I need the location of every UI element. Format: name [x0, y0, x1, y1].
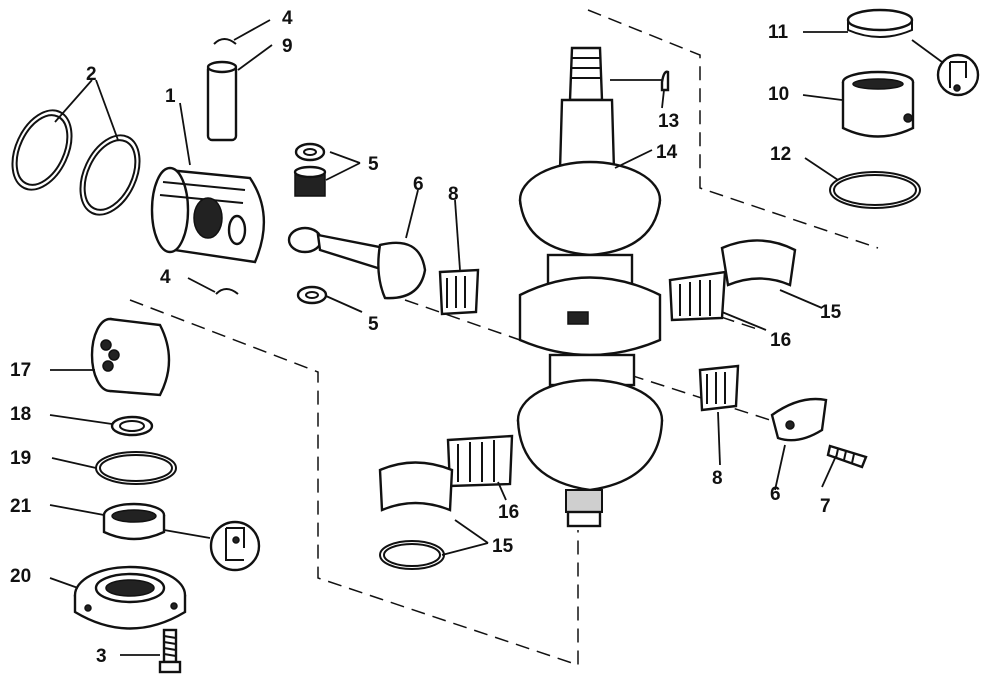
- callout-5-bottom: 5: [368, 314, 379, 335]
- bearing-half-15-upper: [720, 239, 797, 287]
- callout-15-right: 15: [820, 302, 842, 323]
- housing-bolt: [158, 628, 182, 674]
- crankshaft: [516, 46, 664, 528]
- callout-4-top: 4: [282, 8, 293, 29]
- rod-cap-screw: [826, 444, 868, 469]
- leader-lines: [49, 19, 943, 656]
- callout-13: 13: [658, 111, 679, 132]
- needle-bearing-upper: [293, 142, 327, 197]
- upper-seal: [846, 8, 914, 38]
- sealant-tube-icon: [936, 53, 980, 97]
- lock-ring-top: [213, 38, 237, 45]
- piston: [150, 166, 265, 264]
- lower-o-ring: [95, 451, 177, 485]
- piston-rings: [11, 109, 141, 216]
- callout-15-left: 15: [492, 536, 514, 557]
- callout-8-lower: 8: [712, 468, 723, 489]
- needle-bearing-lower: [296, 285, 328, 305]
- lower-seal: [102, 502, 166, 541]
- retaining-ring-15: [379, 540, 445, 570]
- bearing-cage-8-lower: [698, 364, 740, 412]
- bearing-half-15-lower: [378, 461, 454, 512]
- callout-4-bottom: 4: [160, 267, 171, 288]
- lower-bearing-housing: [73, 565, 187, 630]
- callout-21: 21: [10, 496, 32, 517]
- callout-7: 7: [820, 496, 831, 517]
- callout-11: 11: [768, 22, 789, 43]
- callout-19: 19: [10, 448, 31, 469]
- sealant-tube-icon: [209, 520, 261, 572]
- rod-cap: [770, 397, 828, 442]
- callout-16-left: 16: [498, 502, 519, 523]
- callout-17: 17: [10, 360, 31, 381]
- callout-9: 9: [282, 36, 293, 57]
- ball-bearing: [90, 317, 171, 397]
- callout-8-upper: 8: [448, 184, 459, 205]
- assembly-guide-lines: [129, 9, 879, 667]
- callout-6-rod: 6: [413, 174, 424, 195]
- callout-20: 20: [10, 566, 31, 587]
- upper-main-bearing: [841, 70, 915, 138]
- callout-14: 14: [656, 142, 678, 163]
- upper-o-ring: [829, 171, 921, 209]
- callout-12: 12: [770, 144, 791, 165]
- bearing-cage-16-lower: [446, 434, 514, 488]
- callout-labels: 1 2 3 4 4 5 5 6 6 7 8 8 9 10 11 12 13 14…: [10, 8, 842, 667]
- callout-10: 10: [768, 84, 789, 105]
- wrist-pin: [206, 60, 238, 142]
- callout-16-right: 16: [770, 330, 791, 351]
- callout-18: 18: [10, 404, 31, 425]
- bearing-cage-16-upper: [668, 270, 727, 322]
- callout-2: 2: [86, 64, 97, 85]
- lower-small-ring: [110, 415, 154, 437]
- lock-ring-bottom: [215, 288, 239, 295]
- callout-3: 3: [96, 646, 107, 667]
- bearing-cage-upper: [438, 268, 480, 316]
- connecting-rod: [287, 226, 427, 300]
- callout-1: 1: [165, 86, 176, 107]
- callout-6-cap: 6: [770, 484, 781, 505]
- woodruff-key: [660, 70, 670, 92]
- callout-5-top: 5: [368, 154, 379, 175]
